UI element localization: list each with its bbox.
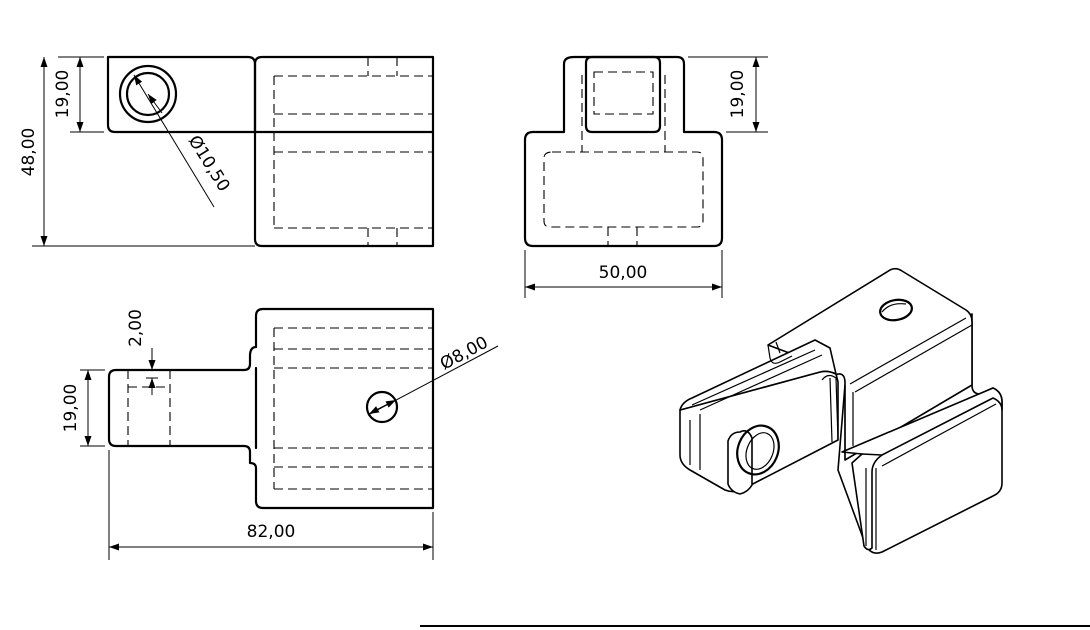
dim-top-wall: 2,00 xyxy=(126,309,146,347)
front-view-dimensions: 19,00 48,00 Ø10,50 xyxy=(19,56,255,247)
side-view-dimensions: 19,00 50,00 xyxy=(524,56,768,298)
dim-top-overall-length: 82,00 xyxy=(247,522,296,542)
dim-side-tab-height: 19,00 xyxy=(728,70,748,119)
front-hole-outer xyxy=(118,64,178,124)
dim-front-overall-height: 48,00 xyxy=(19,128,39,177)
front-hole-inner xyxy=(125,71,171,117)
iso-front-hole-outer xyxy=(736,424,780,476)
isometric-view xyxy=(679,267,1003,554)
iso-front-hole-inner xyxy=(745,432,775,470)
dim-top-tab-width: 19,00 xyxy=(61,384,81,433)
side-view xyxy=(523,55,724,248)
dim-top-hole-diameter: Ø8,00 xyxy=(437,333,492,375)
dim-side-width: 50,00 xyxy=(599,263,648,283)
top-hole xyxy=(365,390,399,424)
dim-front-tab-height: 19,00 xyxy=(53,70,73,119)
top-view xyxy=(107,307,435,510)
dim-front-hole-diameter: Ø10,50 xyxy=(184,132,234,195)
front-view xyxy=(106,55,435,248)
iso-top-hole xyxy=(879,298,913,322)
